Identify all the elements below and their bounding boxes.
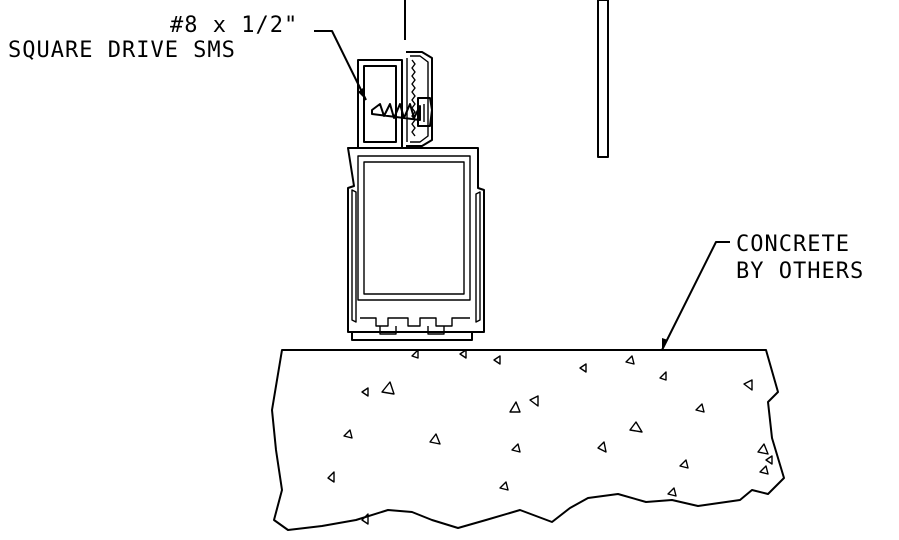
upper-frame-profile (357, 51, 433, 149)
screw-fastener (371, 97, 433, 127)
screw-leader (314, 30, 367, 101)
concrete-label-line2: BY OTHERS (736, 259, 864, 284)
concrete-label-line1: CONCRETE (736, 232, 850, 257)
concrete-aggregate (327, 349, 773, 525)
concrete-leader (661, 241, 730, 351)
glass-panel-right (597, 0, 609, 158)
sill-frame-profile (347, 147, 485, 341)
screw-label-line2: SQUARE DRIVE SMS (8, 38, 236, 63)
concrete-slab (271, 349, 785, 531)
screw-label-line1: #8 x 1/2" (170, 13, 298, 38)
